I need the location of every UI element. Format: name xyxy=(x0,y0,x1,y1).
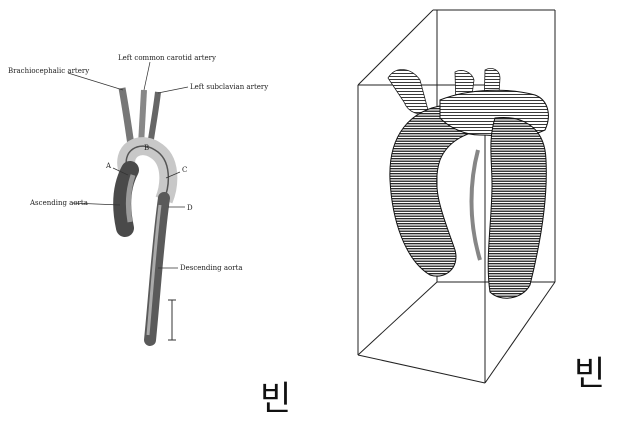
marker-a: A xyxy=(105,162,112,170)
mesh-render xyxy=(358,10,555,383)
marker-d: D xyxy=(187,204,193,212)
marker-b: B xyxy=(144,144,149,152)
label-left-subclavian: Left subclavian artery xyxy=(190,83,268,91)
label-descending-aorta: Descending aorta xyxy=(180,264,243,272)
aorta-illustration: Brachiocephalic artery Left common carot… xyxy=(8,54,268,340)
label-brachiocephalic: Brachiocephalic artery xyxy=(8,67,89,75)
left-common-carotid-vessel xyxy=(141,90,144,145)
brachiocephalic-vessel xyxy=(122,88,131,145)
caption-right: 빈 xyxy=(574,354,605,394)
label-ascending-aorta: Ascending aorta xyxy=(29,199,88,207)
mesh-branch-left xyxy=(388,70,428,114)
left-subclavian-vessel xyxy=(150,92,158,146)
mesh-descending xyxy=(488,117,546,298)
caption-left: 빈 xyxy=(260,379,291,419)
label-left-common-carotid: Left common carotid artery xyxy=(118,54,216,62)
marker-c: C xyxy=(182,166,187,174)
